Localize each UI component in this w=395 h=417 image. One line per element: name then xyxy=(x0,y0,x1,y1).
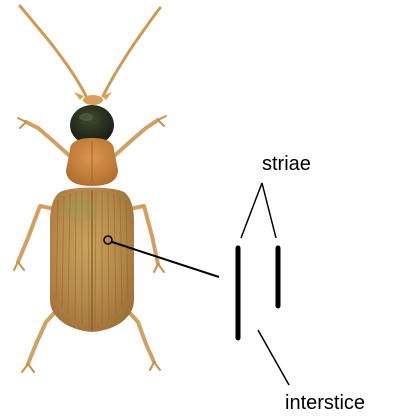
interstice-label: interstice xyxy=(285,393,365,413)
beetle-specimen xyxy=(14,6,166,372)
striae-pointer-left xyxy=(241,183,262,238)
striae-label: striae xyxy=(262,154,311,174)
beetle-antennae xyxy=(20,6,160,96)
interstice-pointer xyxy=(258,330,289,385)
beetle-mouthparts xyxy=(74,92,112,105)
striae-pointer-right xyxy=(262,183,276,238)
